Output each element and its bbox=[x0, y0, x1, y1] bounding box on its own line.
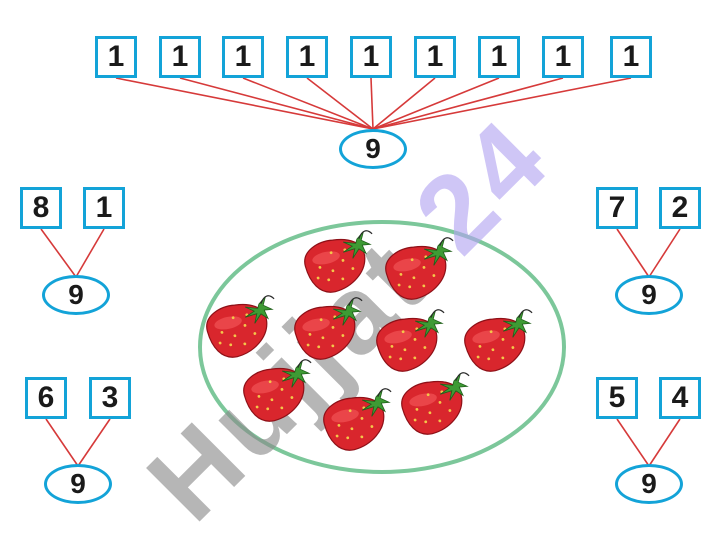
bond-1-connector-b bbox=[75, 228, 105, 278]
top-connector-2 bbox=[179, 77, 374, 130]
top-part-6: 1 bbox=[414, 36, 456, 78]
bond-1-part-a: 8 bbox=[20, 187, 62, 229]
bond-3-connector-b bbox=[77, 418, 111, 467]
top-connector-5 bbox=[370, 77, 374, 130]
bond-2-total: 9 bbox=[615, 275, 683, 315]
bond-1-connector-a bbox=[40, 228, 77, 278]
bond-2-part-a: 7 bbox=[596, 187, 638, 229]
top-connector-8 bbox=[372, 77, 564, 130]
top-part-8: 1 bbox=[542, 36, 584, 78]
bond-2-connector-a bbox=[616, 228, 650, 278]
bond-1-total: 9 bbox=[42, 275, 110, 315]
bond-2-connector-b bbox=[648, 228, 681, 278]
bond-3-part-b: 3 bbox=[89, 377, 131, 419]
top-connector-4 bbox=[306, 77, 374, 130]
top-part-1: 1 bbox=[95, 36, 137, 78]
bond-4-part-a: 5 bbox=[596, 377, 638, 419]
bond-1-part-b: 1 bbox=[83, 187, 125, 229]
top-part-3: 1 bbox=[222, 36, 264, 78]
bond-3-part-a: 6 bbox=[25, 377, 67, 419]
top-total: 9 bbox=[339, 129, 407, 169]
top-part-5: 1 bbox=[350, 36, 392, 78]
bond-3-total: 9 bbox=[44, 464, 112, 504]
top-connector-7 bbox=[372, 77, 500, 130]
bond-4-connector-a bbox=[616, 418, 650, 467]
top-part-4: 1 bbox=[286, 36, 328, 78]
top-connector-6 bbox=[372, 77, 436, 130]
bond-4-part-b: 4 bbox=[659, 377, 701, 419]
bond-3-connector-a bbox=[45, 418, 79, 467]
bond-2-part-b: 2 bbox=[659, 187, 701, 229]
top-part-2: 1 bbox=[159, 36, 201, 78]
top-connector-9 bbox=[372, 77, 632, 130]
top-part-9: 1 bbox=[610, 36, 652, 78]
top-part-7: 1 bbox=[478, 36, 520, 78]
bond-4-total: 9 bbox=[615, 464, 683, 504]
bond-4-connector-b bbox=[648, 418, 681, 467]
top-connector-3 bbox=[242, 77, 374, 130]
top-connector-1 bbox=[115, 77, 374, 130]
